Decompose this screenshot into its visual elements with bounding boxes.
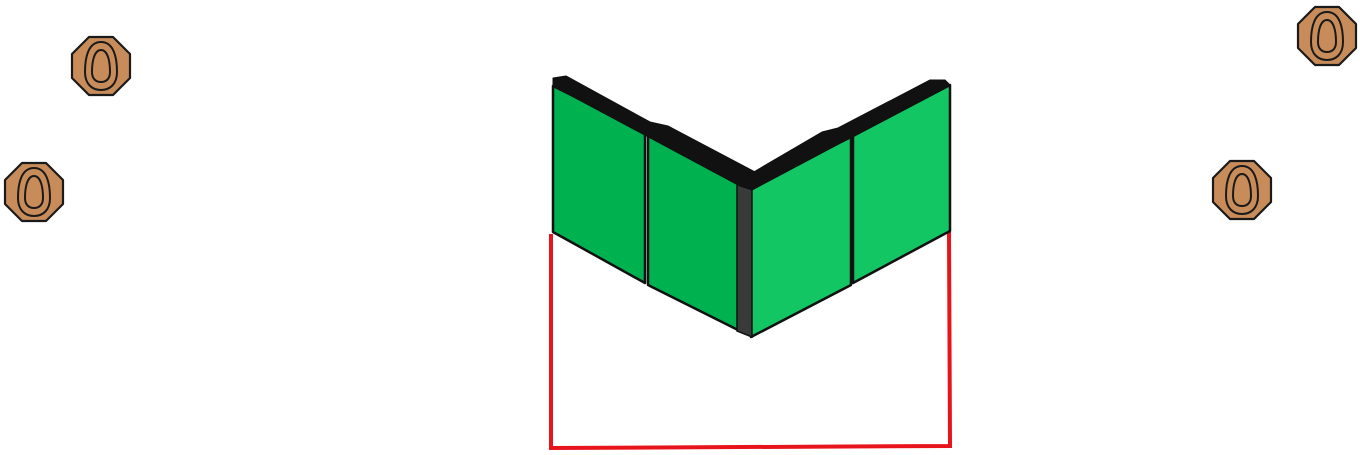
octagon-paper-target-icon bbox=[72, 37, 130, 95]
octagon-paper-target-icon bbox=[1298, 7, 1356, 65]
octagon-paper-target-icon bbox=[5, 163, 63, 221]
octagon-paper-target-icon bbox=[1213, 161, 1271, 219]
barricade-wall bbox=[553, 76, 950, 337]
wall-corner-post bbox=[737, 181, 752, 337]
